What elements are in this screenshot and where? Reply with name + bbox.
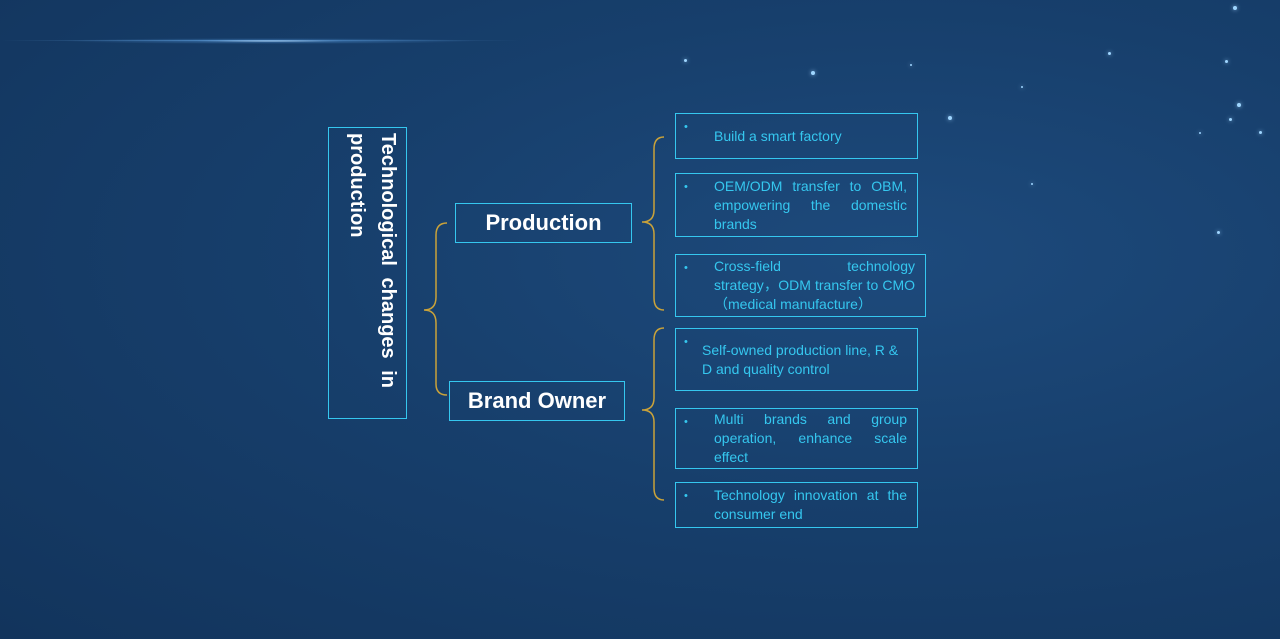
- root-title: Technological changes in production: [346, 133, 399, 389]
- bullet-icon: •: [684, 262, 688, 274]
- leaf-text: Self-owned production line, R & D and qu…: [702, 341, 899, 377]
- star: [1259, 131, 1262, 134]
- root-bracket: [423, 222, 448, 396]
- leaf-text: Multi brands and group operation, enhanc…: [714, 411, 907, 465]
- star: [1031, 183, 1033, 185]
- star: [1237, 103, 1241, 107]
- branch-production: Production: [455, 203, 632, 243]
- leaf-brand-owner-2: • Multi brands and group operation, enha…: [675, 408, 918, 469]
- star: [910, 64, 912, 66]
- branch-brand-owner-label: Brand Owner: [467, 388, 607, 413]
- bullet-icon: •: [684, 336, 688, 348]
- star: [1233, 6, 1237, 10]
- bullet-icon: •: [684, 121, 688, 133]
- star: [1229, 118, 1232, 121]
- leaf-production-1: • Build a smart factory: [675, 113, 918, 159]
- branch-brand-owner: Brand Owner: [449, 381, 625, 421]
- bullet-icon: •: [684, 490, 688, 502]
- star: [1225, 60, 1228, 63]
- leaf-text: Build a smart factory: [714, 127, 842, 144]
- star: [811, 71, 815, 75]
- bullet-icon: •: [684, 181, 688, 193]
- star: [1021, 86, 1023, 88]
- star: [948, 116, 952, 120]
- leaf-text: Technology innovation at the consumer en…: [714, 487, 907, 522]
- background-glow: [60, 38, 480, 44]
- star: [1217, 231, 1220, 234]
- leaf-production-3: • Cross-field technology strategy，ODM tr…: [675, 254, 926, 317]
- leaf-text: Cross-field technology strategy，ODM tran…: [714, 258, 915, 312]
- bullet-icon: •: [684, 416, 688, 428]
- star: [1108, 52, 1111, 55]
- leaf-production-2: • OEM/ODM transfer to OBM, empowering th…: [675, 173, 918, 237]
- star: [684, 59, 687, 62]
- leaf-text: OEM/ODM transfer to OBM, empowering the …: [714, 177, 907, 232]
- root-box: [328, 127, 407, 419]
- brand-owner-bracket: [641, 327, 665, 501]
- star: [1199, 132, 1201, 134]
- leaf-brand-owner-3: • Technology innovation at the consumer …: [675, 482, 918, 528]
- branch-production-label: Production: [485, 210, 602, 235]
- production-bracket: [641, 136, 665, 311]
- leaf-brand-owner-1: • Self-owned production line, R & D and …: [675, 328, 918, 391]
